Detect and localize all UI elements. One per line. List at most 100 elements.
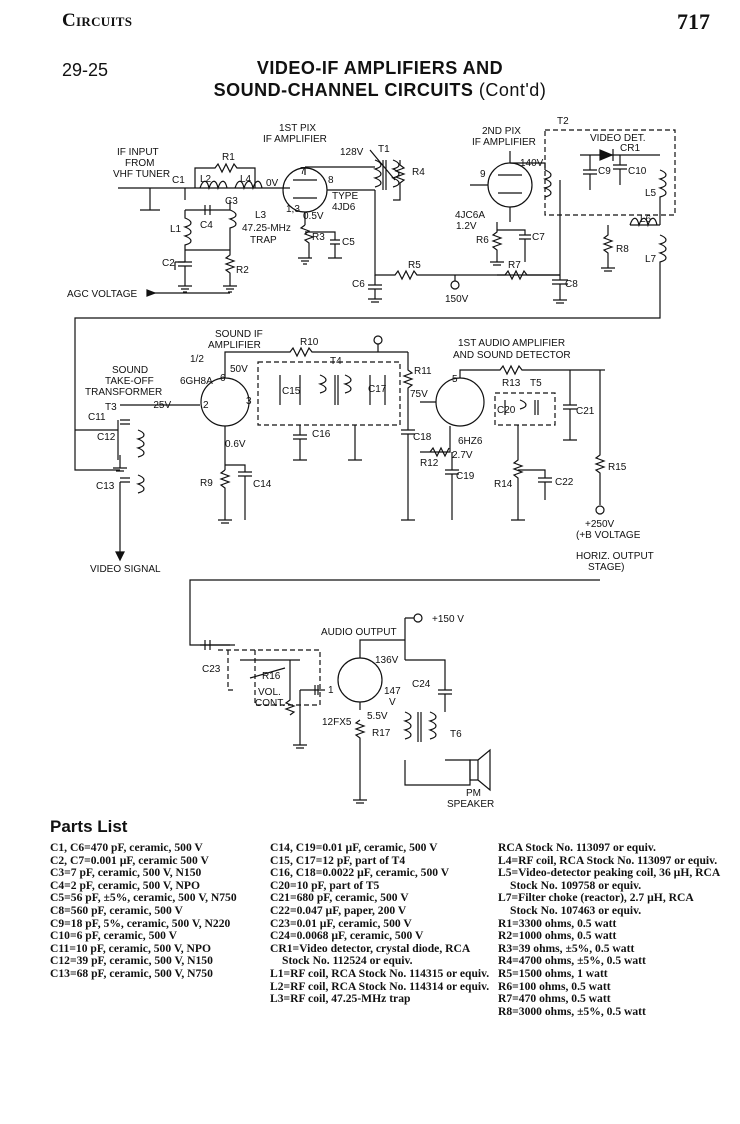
label: AMPLIFIER xyxy=(208,340,261,351)
part-item: C10=6 pF, ceramic, 500 V xyxy=(50,929,178,943)
label: AND SOUND DETECTOR xyxy=(453,350,571,361)
part-item: C9=18 pF, 5%, ceramic, 500 V, N220 xyxy=(50,916,231,930)
label: L1 xyxy=(170,224,182,235)
label: L6 xyxy=(640,214,652,225)
label: 6GH8A xyxy=(180,376,213,387)
label: C19 xyxy=(456,471,475,482)
label: SOUND IF xyxy=(215,329,263,340)
label: 2.7V xyxy=(452,450,473,461)
label: TYPE xyxy=(332,191,358,202)
label: IF AMPLIFIER xyxy=(472,137,536,148)
label: L2 xyxy=(200,174,212,185)
label: 140V xyxy=(520,158,544,169)
part-item: C23=0.01 µF, ceramic, 500 V xyxy=(270,916,412,930)
schematic-diagram: IF INPUT FROM VHF TUNER C1 R1 L2 L4 C3 C… xyxy=(67,116,676,810)
label: 50V xyxy=(230,364,248,375)
label: C4 xyxy=(200,220,213,231)
label: C2 xyxy=(162,258,175,269)
label: C15 xyxy=(282,386,301,397)
label: 1/2 xyxy=(190,354,204,365)
part-item: R3=39 ohms, ±5%, 0.5 watt xyxy=(498,941,635,955)
label: C5 xyxy=(342,237,355,248)
label: C14 xyxy=(253,479,272,490)
part-item: L4=RF coil, RCA Stock No. 113097 or equi… xyxy=(498,853,718,867)
label: IF INPUT xyxy=(117,147,159,158)
label: R10 xyxy=(300,337,319,348)
audio-output-section xyxy=(189,579,600,804)
parts-column-1: C1, C6=470 pF, ceramic, 500 V C2, C7=0.0… xyxy=(50,841,262,981)
part-item: C16, C18=0.0022 µF, ceramic, 500 V xyxy=(270,866,450,880)
section-number: 29-25 xyxy=(62,60,109,80)
label: C3 xyxy=(225,196,238,207)
label: (+B VOLTAGE xyxy=(576,530,641,541)
label: C18 xyxy=(413,432,432,443)
label: R3 xyxy=(312,232,325,243)
label: C21 xyxy=(576,406,595,417)
label: CR1 xyxy=(620,143,640,154)
part-item: R6=100 ohms, 0.5 watt xyxy=(498,979,611,993)
part-item: R5=1500 ohms, 1 watt xyxy=(498,966,608,980)
label: +150 V xyxy=(432,614,464,625)
label: R8 xyxy=(616,244,629,255)
part-item: C2, C7=0.001 µF, ceramic 500 V xyxy=(50,853,209,867)
label: C7 xyxy=(532,232,545,243)
label: 1ST PIX xyxy=(279,123,316,134)
part-item: CR1=Video detector, crystal diode, RCA S… xyxy=(270,941,470,968)
label: T6 xyxy=(450,729,462,740)
label: 5 xyxy=(452,374,458,385)
label: 6 xyxy=(220,373,226,384)
part-item: L1=RF coil, RCA Stock No. 114315 or equi… xyxy=(270,966,490,980)
label: C1 xyxy=(172,175,185,186)
sound-if-section xyxy=(75,335,606,562)
label: 128V xyxy=(340,147,364,158)
label: R2 xyxy=(236,265,249,276)
part-item: C13=68 pF, ceramic, 500 V, N750 xyxy=(50,966,213,980)
label: R15 xyxy=(608,462,627,473)
title-cont: (Cont'd) xyxy=(478,80,547,100)
label: C6 xyxy=(352,279,365,290)
parts-column-2: C14, C19=0.01 µF, ceramic, 500 V C15, C1… xyxy=(270,841,496,1006)
label: C23 xyxy=(202,664,221,675)
label: 0.5V xyxy=(303,211,324,222)
label: STAGE) xyxy=(588,562,624,573)
part-item: C14, C19=0.01 µF, ceramic, 500 V xyxy=(270,841,438,854)
schematic-labels: IF INPUT FROM VHF TUNER C1 R1 L2 L4 C3 C… xyxy=(67,116,657,810)
part-item: R1=3300 ohms, 0.5 watt xyxy=(498,916,617,930)
label: 1,3 xyxy=(286,204,300,215)
label: VIDEO SIGNAL xyxy=(90,564,161,575)
label: C17 xyxy=(368,384,387,395)
part-item: C11=10 pF, ceramic, 500 V, NPO xyxy=(50,941,211,955)
label: T4 xyxy=(330,356,342,367)
label: T3 xyxy=(105,402,117,413)
page-title-line2: SOUND-CHANNEL CIRCUITS (Cont'd) xyxy=(150,80,610,101)
label: R16 xyxy=(262,671,281,682)
label: 8 xyxy=(328,175,334,186)
label: R4 xyxy=(412,167,425,178)
label: L5 xyxy=(645,188,657,199)
part-item: R2=1000 ohms, 0.5 watt xyxy=(498,929,617,943)
label: 6HZ6 xyxy=(458,436,483,447)
label: R9 xyxy=(200,478,213,489)
label: C12 xyxy=(97,432,116,443)
part-item: L3=RF coil, 47.25-MHz trap xyxy=(270,992,411,1006)
part-item: C12=39 pF, ceramic, 500 V, N150 xyxy=(50,954,213,968)
part-item: C24=0.0068 µF, ceramic, 500 V xyxy=(270,929,424,943)
label: C13 xyxy=(96,481,115,492)
label: T5 xyxy=(530,378,542,389)
label: C24 xyxy=(412,679,431,690)
label: C9 xyxy=(598,166,611,177)
label: R12 xyxy=(420,458,439,469)
part-item: C15, C17=12 pF, part of T4 xyxy=(270,853,406,867)
page-number: 717 xyxy=(677,9,710,34)
label: TRANSFORMER xyxy=(85,387,162,398)
label: R14 xyxy=(494,479,513,490)
page-title-line1: VIDEO-IF AMPLIFIERS AND xyxy=(256,58,504,78)
label: 3 xyxy=(246,396,252,407)
part-item: C3=7 pF, ceramic, 500 V, N150 xyxy=(50,866,202,880)
part-item: L7=Filter choke (reactor), 2.7 µH, RCA S… xyxy=(498,891,694,917)
label: R11 xyxy=(414,366,432,377)
part-item: R4=4700 ohms, ±5%, 0.5 watt xyxy=(498,954,646,968)
label: 2 xyxy=(203,400,209,411)
label: T1 xyxy=(378,144,390,155)
part-item: R8=3000 ohms, ±5%, 0.5 watt xyxy=(498,1004,646,1018)
